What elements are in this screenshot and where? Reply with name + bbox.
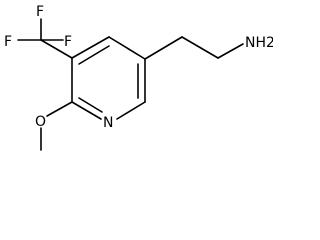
bond-ch2-to-amine <box>217 43 244 59</box>
double-bond-c5-c4 <box>78 45 110 65</box>
bond-ch2-ch2 <box>181 36 219 59</box>
bond-ring-to-ch2 <box>144 36 183 60</box>
bond-ring-n1-c6 <box>71 101 102 120</box>
double-bond-n1-c6 <box>78 97 103 113</box>
bond-ring-to-oxygen <box>46 101 73 117</box>
atom-f-top: F <box>36 4 44 20</box>
bond-cf3-to-ring <box>40 39 73 59</box>
atom-ring-nitrogen: N <box>103 115 113 131</box>
atom-f-right: F <box>64 34 72 50</box>
bond-ring-c2-n1 <box>116 101 146 120</box>
bond-ring-c5-c4 <box>71 36 110 59</box>
atom-amine: NH2 <box>245 35 273 51</box>
atom-f-left: F <box>4 34 12 50</box>
atom-methoxy-oxygen: O <box>35 114 46 130</box>
bond-ring-c4-c3 <box>108 36 146 60</box>
chemical-structure-diagram: F F F N O NH2 <box>4 4 273 151</box>
